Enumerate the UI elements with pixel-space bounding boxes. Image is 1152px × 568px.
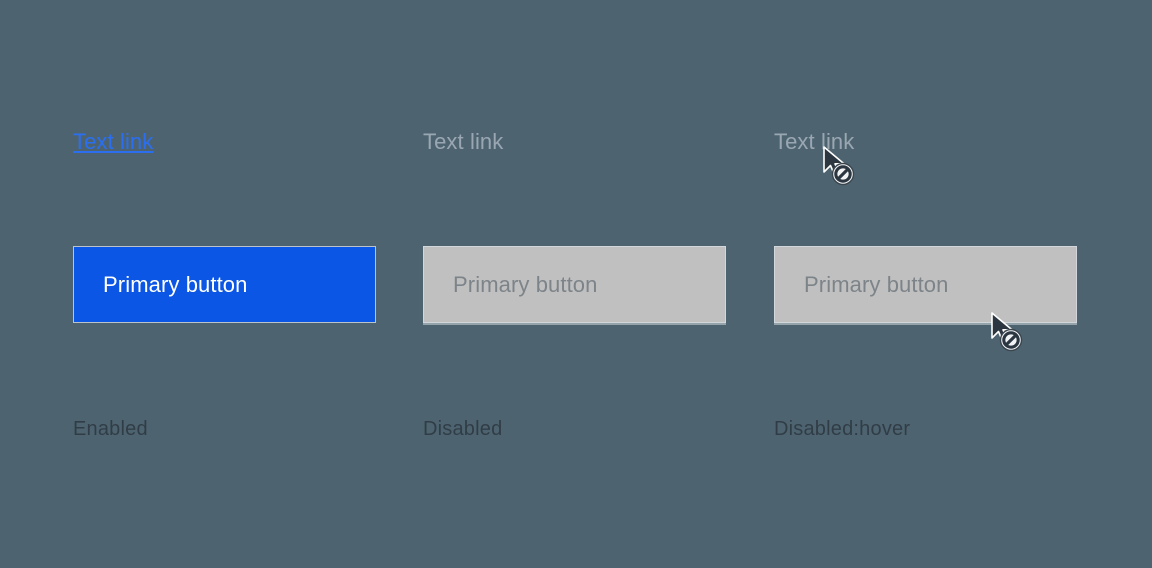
caption-row-enabled: Enabled — [73, 416, 148, 442]
button-row-disabled-hover: Primary button — [774, 246, 1077, 323]
text-link-enabled[interactable]: Text link — [73, 129, 154, 154]
primary-button-enabled[interactable]: Primary button — [73, 246, 376, 323]
text-link-row-enabled: Text link — [73, 128, 153, 156]
state-caption-disabled-hover: Disabled:hover — [774, 418, 911, 440]
button-row-enabled: Primary button — [73, 246, 376, 323]
state-column-enabled: Text link Primary button Enabled — [73, 0, 423, 568]
text-link-disabled-hover: Text link — [774, 129, 855, 154]
state-caption-enabled: Enabled — [73, 418, 148, 440]
state-column-disabled: Text link Primary button Disabled — [423, 0, 773, 568]
caption-row-disabled-hover: Disabled:hover — [774, 416, 910, 442]
button-row-disabled: Primary button — [423, 246, 726, 323]
text-link-row-disabled-hover: Text link — [774, 128, 854, 156]
primary-button-disabled: Primary button — [423, 246, 726, 323]
primary-button-disabled-hover: Primary button — [774, 246, 1077, 323]
text-link-row-disabled: Text link — [423, 128, 503, 156]
state-caption-disabled: Disabled — [423, 418, 503, 440]
state-column-disabled-hover: Text link Primary button Disabled:hover — [774, 0, 1124, 568]
text-link-disabled: Text link — [423, 129, 504, 154]
caption-row-disabled: Disabled — [423, 416, 502, 442]
